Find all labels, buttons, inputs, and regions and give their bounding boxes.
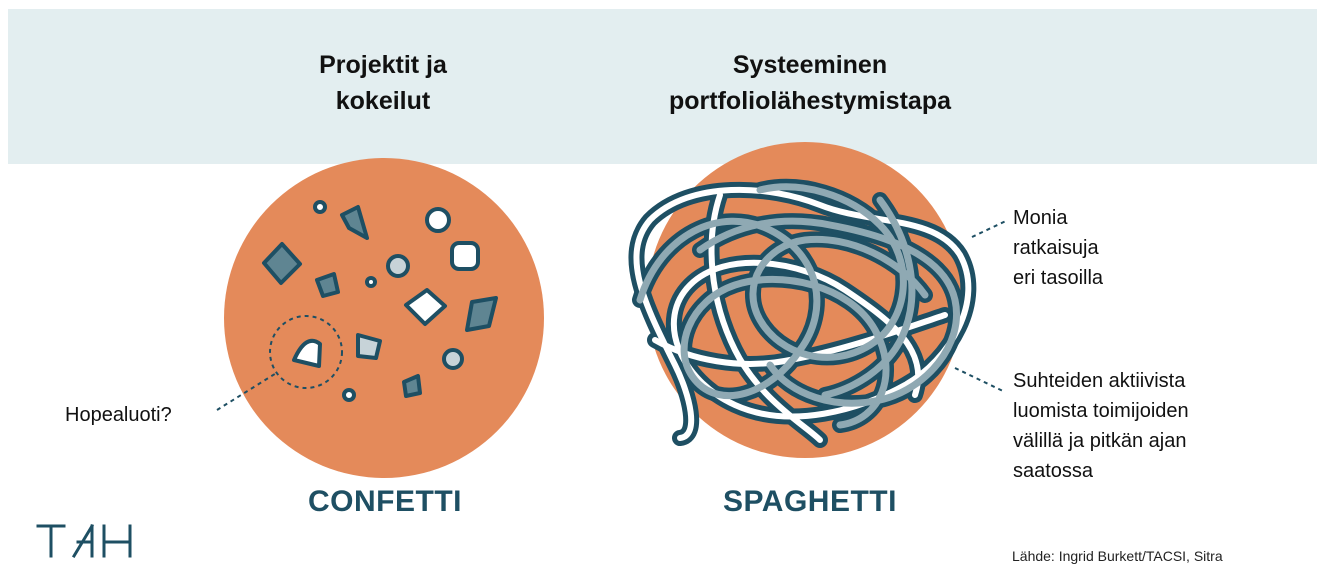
portfolio-title: Systeeminen portfoliolähestymistapa: [669, 51, 951, 115]
spaghetti-label: SPAGHETTI: [723, 485, 897, 518]
relationships-pointer: [954, 367, 1006, 393]
confetti-label: CONFETTI: [308, 485, 462, 518]
confetti-diamond: [315, 272, 340, 298]
solutions-label: Monia ratkaisuja eri tasoilla: [1013, 207, 1104, 289]
projects-title: Projektit ja kokeilut: [319, 51, 447, 115]
confetti-diamond: [402, 374, 422, 398]
header-band: [8, 9, 1317, 164]
confetti-circle: [224, 158, 544, 478]
silver-bullet-shape: [292, 338, 322, 368]
confetti-dot: [386, 254, 410, 278]
spaghetti-tangle: [628, 179, 977, 448]
confetti-square: [450, 241, 480, 271]
confetti-diamond: [262, 242, 302, 285]
silver-bullet-highlight: [269, 315, 343, 389]
relationships-label: Suhteiden aktiivista luomista toimijoide…: [1013, 370, 1189, 482]
tah-logo: [36, 523, 132, 559]
confetti-shapes: [262, 200, 498, 402]
confetti-dot-small: [313, 200, 327, 214]
confetti-dot: [442, 348, 464, 370]
confetti-diamond: [404, 288, 447, 326]
confetti-diamond: [465, 296, 498, 332]
confetti-diamond: [356, 333, 382, 360]
confetti-dot-small: [365, 276, 377, 288]
silver-bullet-pointer: [216, 371, 279, 411]
silver-bullet-label: Hopealuoti?: [65, 404, 172, 426]
solutions-pointer: [971, 219, 1009, 238]
confetti-dot-small: [342, 388, 356, 402]
source-credit: Lähde: Ingrid Burkett/TACSI, Sitra: [1012, 548, 1223, 564]
confetti-diamond: [340, 205, 369, 240]
confetti-dot: [425, 207, 451, 233]
